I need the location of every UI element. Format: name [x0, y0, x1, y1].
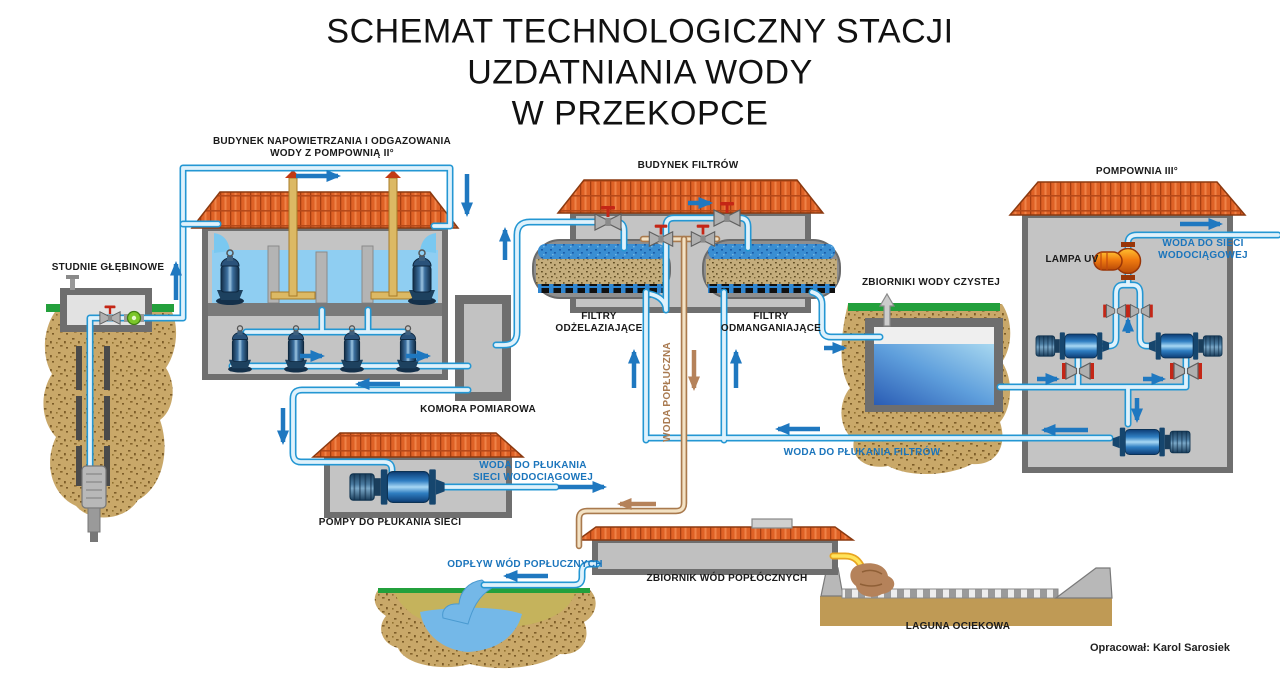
network-pump: [1148, 331, 1223, 361]
label-drip-lagoon: LAGUNA OCIEKOWA: [905, 621, 1011, 632]
sludge-outflow: [850, 563, 895, 597]
uv-lamp-unit: [1093, 242, 1142, 280]
pump-station-3-roof: [1008, 181, 1247, 216]
sludge-pipe: [833, 556, 895, 597]
network-pump: [1035, 331, 1110, 361]
author-credit: Opracował: Karol Sarosiek: [1090, 642, 1230, 654]
waterfall: [442, 579, 493, 625]
filter-building-roof: [556, 179, 825, 214]
label-backwash-tank: ZBIORNIK WÓD POPŁÓCZNYCH: [646, 573, 808, 584]
label-backwash-water: WODA POPŁUCZNA: [662, 342, 673, 442]
aeration-roof: [190, 191, 460, 229]
flow-arrows: [170, 170, 1223, 582]
label-clean-water-tanks: ZBIORNIKI WODY CZYSTEJ: [861, 277, 1001, 288]
backwash-tank-roof: [575, 526, 856, 541]
backwash-tank-building: [575, 518, 856, 575]
label-aeration-building: BUDYNEK NAPOWIETRZANIA I ODGAZOWANIA WOD…: [212, 136, 452, 159]
network-flushing-pump: [349, 468, 446, 506]
tank-vent-arrow: [878, 292, 896, 327]
filter-flush-pump: [1111, 426, 1191, 458]
label-measuring-chamber: KOMORA POMIAROWA: [420, 404, 536, 415]
label-filter-building: BUDYNEK FILTRÓW: [637, 160, 739, 171]
label-deep-wells: STUDNIE GŁĘBINOWE: [51, 262, 165, 273]
aerator-column: [370, 170, 416, 300]
page-title: SCHEMAT TECHNOLOGICZNY STACJI UZDATNIANI…: [326, 12, 954, 133]
iron-removal-filter: [532, 239, 671, 299]
label-network-flushing-pumps: POMPY DO PŁUKANIA SIECI: [318, 517, 462, 528]
drip-lagoon: [820, 567, 1113, 626]
label-filter-backwash-water: WODA DO PŁUKANIA FILTRÓW: [783, 447, 941, 458]
discharge-pond: [374, 579, 596, 669]
label-manganese-filters: FILTRY ODMANGANIAJĄCE: [720, 311, 822, 334]
roof-hatch: [751, 518, 793, 529]
well-pump: [81, 465, 107, 542]
aerator-column: [270, 170, 316, 300]
clean-water-tank: [848, 303, 1003, 412]
flushing-building-roof: [311, 432, 525, 458]
label-iron-filters: FILTRY ODŻELAZIAJĄCE: [555, 311, 643, 334]
label-uv-lamp: LAMPA UV: [1045, 254, 1099, 265]
label-water-to-network: WODA DO SIECI WODOCIĄGOWEJ: [1158, 238, 1248, 261]
label-pump-station-3: POMPOWNIA III°: [1095, 166, 1179, 177]
label-network-flushing-water: WODA DO PŁUKANIA SIECI WODOCIĄGOWEJ: [472, 460, 594, 483]
label-backwash-outflow: ODPŁYW WÓD POPŁUCZNYCH: [447, 559, 603, 570]
manganese-removal-filter: [702, 239, 841, 299]
